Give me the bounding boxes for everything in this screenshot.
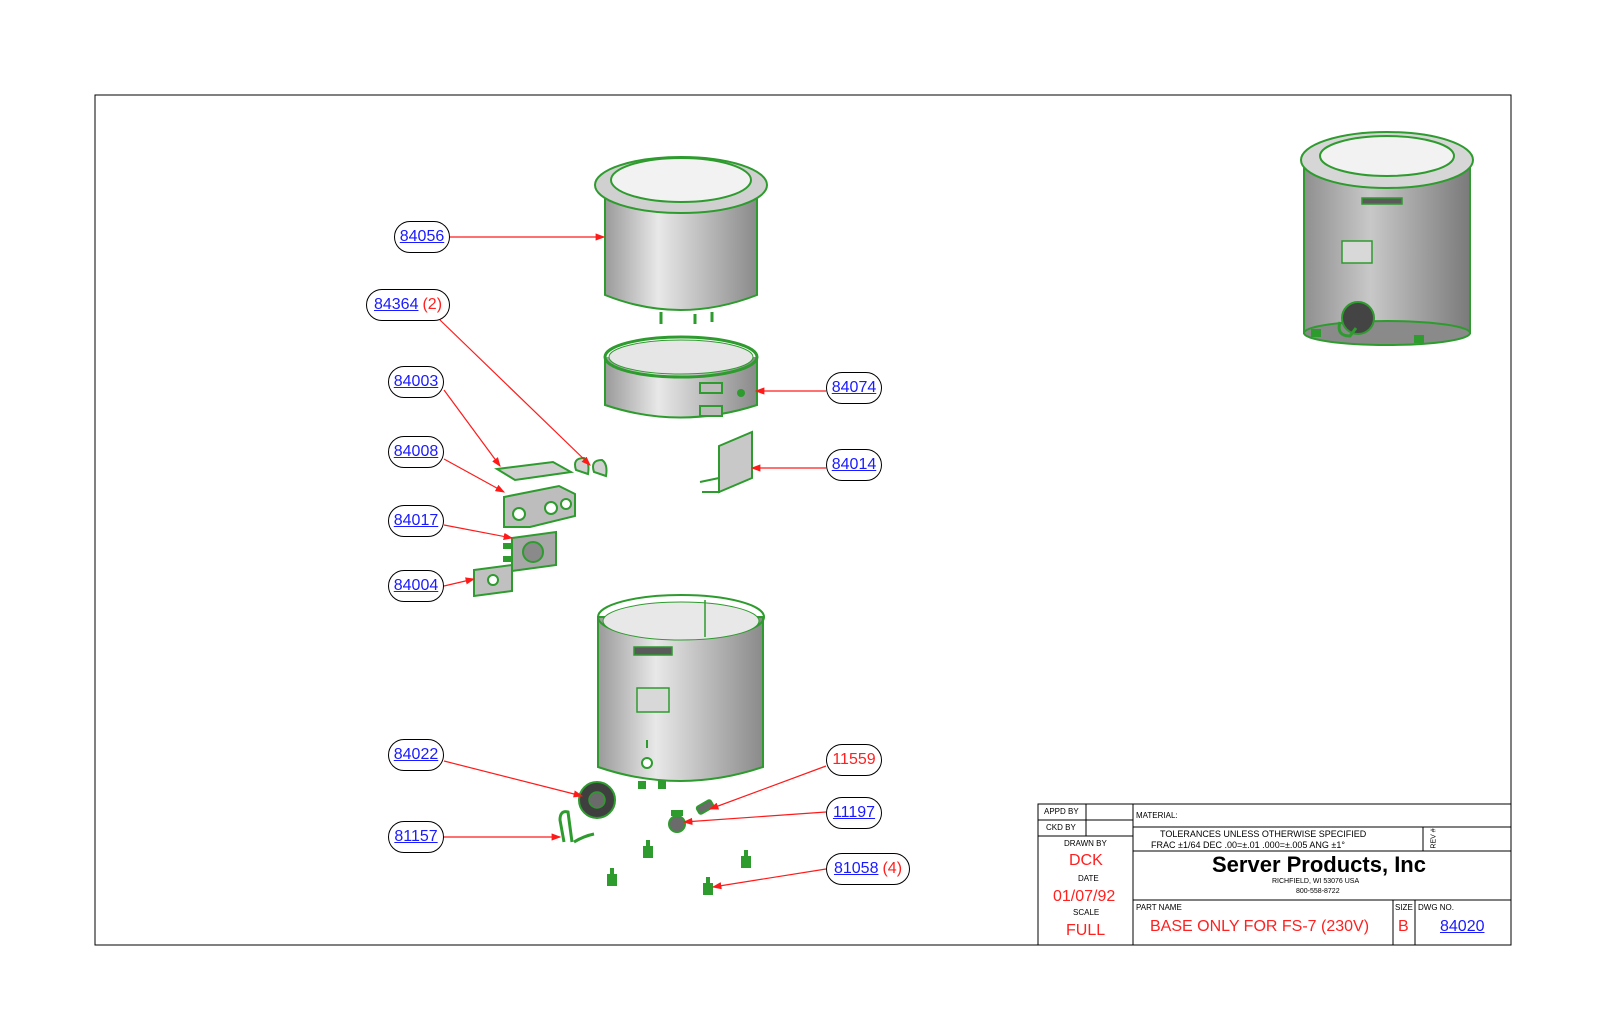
- size-value: B: [1398, 918, 1409, 935]
- part-number[interactable]: 84004: [393, 577, 439, 594]
- date-value: 01/07/92: [1053, 888, 1116, 905]
- scale-value: FULL: [1066, 922, 1106, 939]
- company-phone: 800-558-8722: [1296, 888, 1340, 895]
- callout-11559[interactable]: 11559: [826, 744, 882, 776]
- callout-84003[interactable]: 84003: [388, 366, 444, 398]
- part-number[interactable]: 84074: [831, 379, 877, 396]
- drawn-by-value: DCK: [1069, 852, 1103, 869]
- part-84008-mount-plate: [503, 484, 576, 528]
- quantity: (2): [422, 296, 443, 313]
- company-name: Server Products, Inc: [1212, 852, 1426, 877]
- drawn-by-label: DRAWN BY: [1064, 839, 1107, 848]
- callout-84004[interactable]: 84004: [388, 570, 444, 602]
- part-11197-pilot-light: [668, 810, 686, 833]
- part-number[interactable]: 81157: [394, 828, 438, 845]
- part-number[interactable]: 84022: [393, 746, 439, 763]
- part-number[interactable]: 84364: [373, 296, 419, 313]
- callout-81157[interactable]: 81157: [388, 821, 444, 853]
- part-84056-inset-pot: [594, 156, 768, 324]
- scale-label: SCALE: [1073, 908, 1100, 917]
- callout-84008[interactable]: 84008: [388, 436, 444, 468]
- part-84003-bracket: [494, 460, 575, 482]
- part-number[interactable]: 84008: [393, 443, 439, 460]
- base-housing: [597, 594, 765, 789]
- part-number[interactable]: 84017: [393, 512, 439, 529]
- part-name-label: PART NAME: [1136, 903, 1182, 912]
- part-84022-knob: [578, 781, 616, 819]
- part-84004-cover-plate: [473, 563, 513, 598]
- part-name-value: BASE ONLY FOR FS-7 (230V): [1150, 918, 1370, 935]
- part-number[interactable]: 84056: [399, 228, 445, 245]
- part-84017-thermostat: [503, 530, 557, 573]
- size-label: SIZE: [1395, 903, 1413, 912]
- part-84074-heater-band: [603, 335, 759, 419]
- part-11559-fitting: [695, 799, 715, 815]
- quantity: (4): [882, 860, 903, 877]
- callout-84074[interactable]: 84074: [826, 372, 882, 404]
- part-84014-shield: [699, 430, 753, 494]
- part-84364-clip: [574, 456, 608, 478]
- callout-84014[interactable]: 84014: [826, 449, 882, 481]
- callout-84364[interactable]: 84364 (2): [366, 289, 450, 321]
- leader-lines: [439, 233, 827, 890]
- callout-84017[interactable]: 84017: [388, 505, 444, 537]
- callout-84022[interactable]: 84022: [388, 739, 444, 771]
- dwg-no-value[interactable]: 84020: [1440, 918, 1485, 935]
- appd-by-label: APPD BY: [1044, 807, 1079, 816]
- tolerances-line-2: FRAC ±1/64 DEC .00=±.01 .000=±.005 ANG ±…: [1151, 840, 1345, 850]
- rev-label: REV #: [1430, 828, 1438, 849]
- part-81058-feet: [607, 840, 751, 895]
- sheet-border: [94, 94, 1512, 946]
- material-label: MATERIAL:: [1136, 811, 1178, 820]
- company-address: RICHFIELD, WI 53076 USA: [1272, 878, 1360, 885]
- part-number[interactable]: 84014: [831, 456, 877, 473]
- ckd-by-label: CKD BY: [1046, 823, 1076, 832]
- callout-84056[interactable]: 84056: [394, 221, 450, 253]
- part-number: 11559: [832, 751, 876, 768]
- dwg-no-label: DWG NO.: [1418, 903, 1454, 912]
- callout-81058[interactable]: 81058 (4): [826, 853, 910, 885]
- part-number[interactable]: 11197: [832, 804, 876, 821]
- title-block-frame: [1037, 803, 1512, 946]
- assembled-view: [1300, 131, 1474, 346]
- callout-11197[interactable]: 11197: [826, 797, 882, 829]
- part-number[interactable]: 84003: [393, 373, 439, 390]
- tolerances-line-1: TOLERANCES UNLESS OTHERWISE SPECIFIED: [1160, 829, 1367, 839]
- date-label: DATE: [1078, 874, 1099, 883]
- part-81157-handle: [558, 810, 595, 844]
- part-number[interactable]: 81058: [833, 860, 879, 877]
